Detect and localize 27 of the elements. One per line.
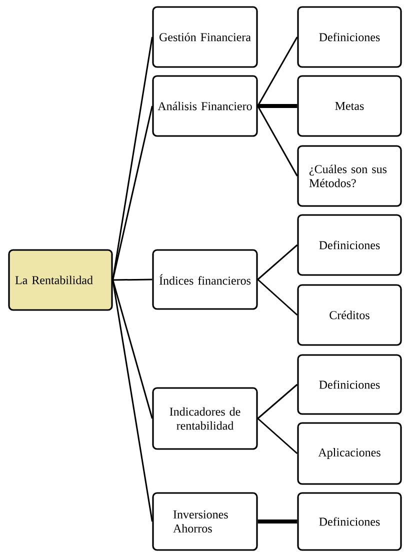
connector-line xyxy=(112,278,152,281)
connector-line xyxy=(112,280,153,522)
connector-line xyxy=(258,520,298,524)
subtopic-box: ¿Cuáles son sus Métodos? xyxy=(297,145,402,207)
subtopic-box: Definiciones xyxy=(297,354,402,415)
connector-line xyxy=(257,244,298,280)
topic-box: Índices financieros xyxy=(152,249,258,310)
topic-box: Indicadores de rentabilidad xyxy=(152,387,258,450)
root-box: La Rentabilidad xyxy=(8,249,113,311)
connector-line xyxy=(257,278,298,316)
topic-box: Análisis Financiero xyxy=(152,75,258,137)
connector-line xyxy=(257,418,298,454)
connector-line xyxy=(112,36,153,280)
subtopic-box: Definiciones xyxy=(297,6,402,68)
topic-box: Gestión Financiera xyxy=(152,6,258,68)
connector-line xyxy=(257,384,298,420)
connector-line xyxy=(112,106,153,280)
subtopic-box: Definiciones xyxy=(297,214,402,276)
subtopic-box: Aplicaciones xyxy=(297,422,402,485)
subtopic-box: Metas xyxy=(297,75,402,137)
connector-line xyxy=(258,104,298,108)
connector-line xyxy=(257,106,298,176)
subtopic-box: Definiciones xyxy=(297,492,402,551)
subtopic-box: Créditos xyxy=(297,284,402,346)
topic-box: Inversiones Ahorros xyxy=(152,492,258,551)
connector-line xyxy=(257,36,298,106)
connector-line xyxy=(112,280,153,419)
